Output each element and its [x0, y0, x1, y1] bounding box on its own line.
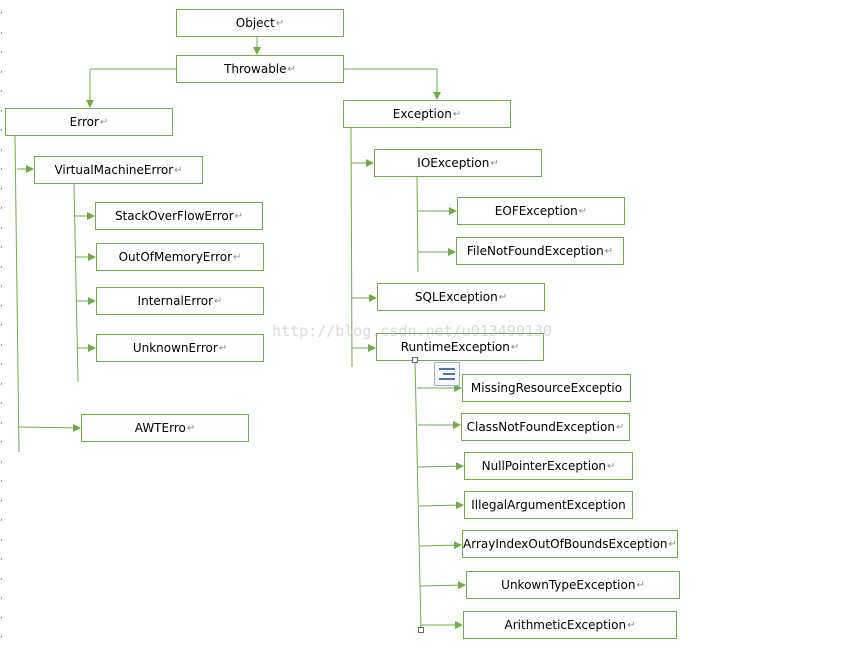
node-error-label: Error: [69, 115, 99, 129]
margin-mark: ,: [0, 415, 3, 426]
margin-mark: ,: [0, 493, 3, 504]
arrow-runtime-arrayindex: [419, 541, 462, 550]
margin-mark: ,: [0, 337, 3, 348]
arrow-runtime-nullpointer: [417, 462, 464, 471]
node-io-exception[interactable]: IOException↵: [374, 149, 542, 177]
margin-mark: ,: [0, 279, 3, 289]
trunk-error: [14, 135, 20, 453]
node-io-exception-label: IOException: [417, 156, 490, 170]
node-array-index-out-of-bounds-exception[interactable]: ArrayIndexOutOfBoundsException↵: [462, 530, 678, 558]
margin-mark: ,: [0, 181, 3, 192]
selection-handle-bottom[interactable]: [418, 627, 424, 633]
node-out-of-memory-error[interactable]: OutOfMemoryError↵: [96, 243, 264, 271]
margin-mark: ,: [0, 162, 3, 172]
node-unknown-error[interactable]: UnknownError↵: [96, 334, 264, 362]
margin-mark: ,: [0, 591, 3, 601]
node-stack-overflow-error-label: StackOverFlowError: [114, 209, 234, 223]
node-throwable[interactable]: Throwable↵: [176, 55, 344, 83]
node-exception-label: Exception: [392, 107, 452, 121]
node-class-not-found-exception-label: ClassNotFoundException: [466, 420, 615, 434]
trunk-io: [416, 176, 419, 273]
node-file-not-found-exception-label: FileNotFoundException: [466, 244, 604, 258]
margin-mark: ,: [0, 220, 3, 231]
arrow-runtime-unkowntype: [419, 581, 466, 590]
node-error[interactable]: Error↵: [5, 108, 173, 136]
trunk-exception: [350, 127, 353, 368]
node-stack-overflow-error[interactable]: StackOverFlowError↵: [95, 202, 263, 230]
trunk-vme: [73, 183, 79, 383]
node-exception[interactable]: Exception↵: [343, 100, 511, 128]
node-object[interactable]: Object↵: [176, 9, 344, 37]
margin-mark: ,: [0, 103, 3, 114]
node-eof-exception[interactable]: EOFException↵: [457, 197, 625, 225]
margin-mark: ,: [0, 25, 3, 36]
margin-mark: ,: [0, 240, 3, 250]
margin-mark: ,: [0, 357, 3, 367]
margin-mark: ,: [0, 142, 3, 153]
node-missing-resource-exception-label: MissingResourceExceptio: [470, 381, 623, 395]
watermark-text: http://blog.csdn.net/u013490130: [272, 322, 552, 340]
margin-mark: ,: [0, 298, 3, 309]
node-runtime-exception[interactable]: RuntimeException↵: [376, 333, 544, 361]
margin-mark: ,: [0, 552, 3, 562]
node-out-of-memory-error-label: OutOfMemoryError: [118, 250, 233, 264]
margin-mark: ,: [0, 45, 3, 55]
node-sql-exception[interactable]: SQLException↵: [377, 283, 545, 311]
node-virtual-machine-error[interactable]: VirtualMachineError↵: [34, 156, 203, 184]
margin-mark: ,: [0, 64, 3, 75]
margin-mark: ,: [0, 571, 3, 582]
margin-mark: ,: [0, 376, 3, 387]
margin-mark: ,: [0, 532, 3, 543]
page-margin-marks: ,,,,,,,,,,,,,,,,,,,,,,,,,,,,,,,,,: [0, 0, 6, 645]
node-null-pointer-exception[interactable]: NullPointerException↵: [464, 452, 633, 480]
node-unknown-error-label: UnknownError: [132, 341, 218, 355]
node-missing-resource-exception[interactable]: MissingResourceExceptio: [462, 374, 631, 402]
node-object-label: Object: [235, 16, 275, 30]
node-unkown-type-exception[interactable]: UnkownTypeException↵: [466, 571, 680, 599]
node-illegal-argument-exception[interactable]: IllegalArgumentException: [464, 491, 633, 519]
node-virtual-machine-error-label: VirtualMachineError: [54, 163, 174, 177]
margin-mark: ,: [0, 123, 3, 133]
node-file-not-found-exception[interactable]: FileNotFoundException↵: [456, 237, 624, 265]
node-arithmetic-exception[interactable]: ArithmeticException↵: [463, 611, 677, 639]
margin-mark: ,: [0, 610, 3, 621]
node-awt-error-label: AWTErro: [134, 421, 186, 435]
margin-mark: ,: [0, 84, 3, 94]
margin-mark: ,: [0, 259, 3, 270]
node-eof-exception-label: EOFException: [494, 204, 578, 218]
margin-mark: ,: [0, 6, 3, 16]
arrow-runtime-illegalargument: [418, 501, 464, 510]
node-sql-exception-label: SQLException: [414, 290, 498, 304]
margin-mark: ,: [0, 454, 3, 465]
node-runtime-exception-label: RuntimeException: [400, 340, 510, 354]
node-null-pointer-exception-label: NullPointerException: [481, 459, 607, 473]
arrow-error-awt: [18, 423, 81, 432]
selection-handle-top[interactable]: [412, 357, 418, 363]
margin-mark: ,: [0, 318, 3, 328]
node-awt-error[interactable]: AWTErro↵: [81, 414, 249, 442]
node-array-index-out-of-bounds-exception-label: ArrayIndexOutOfBoundsException: [463, 537, 668, 551]
node-arithmetic-exception-label: ArithmeticException: [504, 618, 627, 632]
margin-mark: ,: [0, 396, 3, 406]
node-internal-error[interactable]: InternalError↵: [96, 287, 264, 315]
node-class-not-found-exception[interactable]: ClassNotFoundException↵: [461, 413, 630, 441]
node-throwable-label: Throwable: [224, 62, 287, 76]
margin-mark: ,: [0, 201, 3, 211]
margin-mark: ,: [0, 513, 3, 523]
node-internal-error-label: InternalError: [137, 294, 214, 308]
trunk-runtime: [414, 360, 422, 631]
node-illegal-argument-exception-label: IllegalArgumentException: [471, 498, 626, 512]
margin-mark: ,: [0, 630, 3, 640]
margin-mark: ,: [0, 435, 3, 445]
margin-mark: ,: [0, 474, 3, 484]
node-unkown-type-exception-label: UnkownTypeException: [501, 578, 636, 592]
layout-options-icon[interactable]: [434, 362, 460, 386]
